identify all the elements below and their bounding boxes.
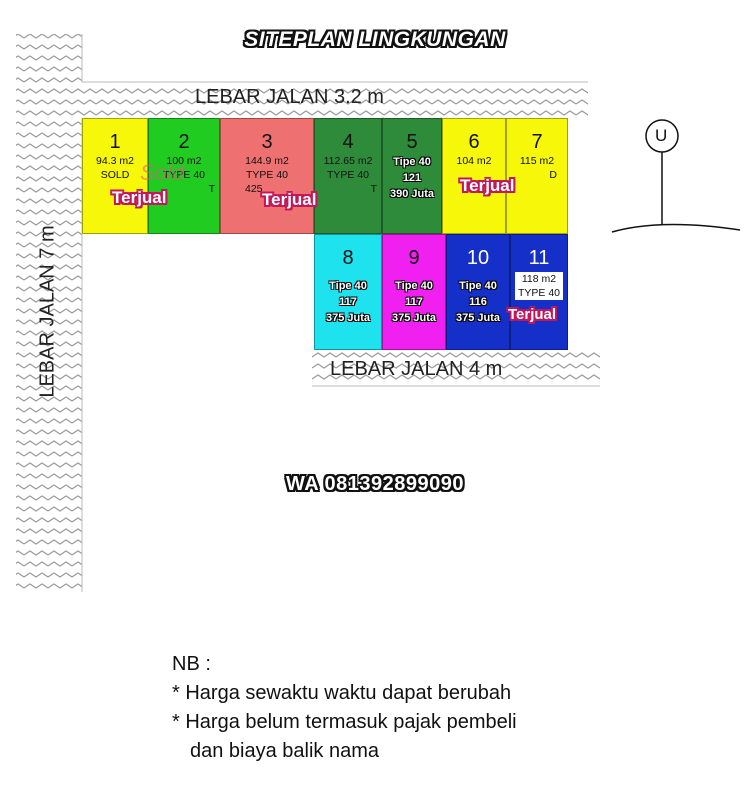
lot-number: 5 [406,131,418,153]
note-line: dan biaya balik nama [190,740,380,762]
bottom-road [312,350,600,386]
lot-number: 9 [408,247,420,269]
lot-number: 8 [342,247,354,269]
lot-number: 4 [342,131,354,153]
notes-heading: NB : [172,653,211,675]
terjual-badge: Terjual [508,306,557,323]
lot-number: 10 [466,247,490,269]
lot-number: 2 [178,131,190,153]
top-road [82,82,588,118]
sold-ghost-label: Sold [140,160,185,185]
road-left-label: LEBAR JALAN 7 m [36,225,59,398]
lot-6[interactable]: 6 104 m2 [442,118,506,234]
lot-10[interactable]: 10 Tipe 40 116 375 Juta [446,234,510,350]
compass-label: U [655,126,668,145]
terjual-badge: Terjual [262,190,317,209]
terjual-badge: Terjual [112,188,167,207]
lot-8[interactable]: 8 Tipe 40 117 375 Juta [314,234,382,350]
note-line: * Harga belum termasuk pajak pembeli [172,711,517,733]
lot-11[interactable]: 11 118 m2 TYPE 40 [510,234,568,350]
lot-7[interactable]: 7 115 m2 D [506,118,568,234]
lot-number: 7 [531,131,543,153]
lot-number: 3 [261,131,273,153]
lot-1[interactable]: 1 94.3 m2 SOLD [82,118,148,234]
lot-number: 6 [468,131,480,153]
left-road [16,34,82,592]
lot-number: 11 [528,247,550,269]
page-title: SITEPLAN LINGKUNGAN [244,28,506,51]
notes-block: NB : * Harga sewaktu waktu dapat berubah… [172,650,517,766]
road-bottom-label: LEBAR JALAN 4 m [330,358,503,380]
lot-2[interactable]: 2 100 m2 TYPE 40 T [148,118,220,234]
lot-5[interactable]: 5 Tipe 40 121 390 Juta [382,118,442,234]
note-line: * Harga sewaktu waktu dapat berubah [172,682,512,704]
lot-number: 1 [109,131,121,153]
lot-9[interactable]: 9 Tipe 40 117 375 Juta [382,234,446,350]
lot-4[interactable]: 4 112.65 m2 TYPE 40 T [314,118,382,234]
lot-3[interactable]: 3 144.9 m2 TYPE 40 425 [220,118,314,234]
contact-whatsapp[interactable]: WA 081392899090 [285,473,464,495]
terjual-badge: Terjual [460,176,515,195]
road-top-label: LEBAR JALAN 3.2 m [195,86,384,108]
